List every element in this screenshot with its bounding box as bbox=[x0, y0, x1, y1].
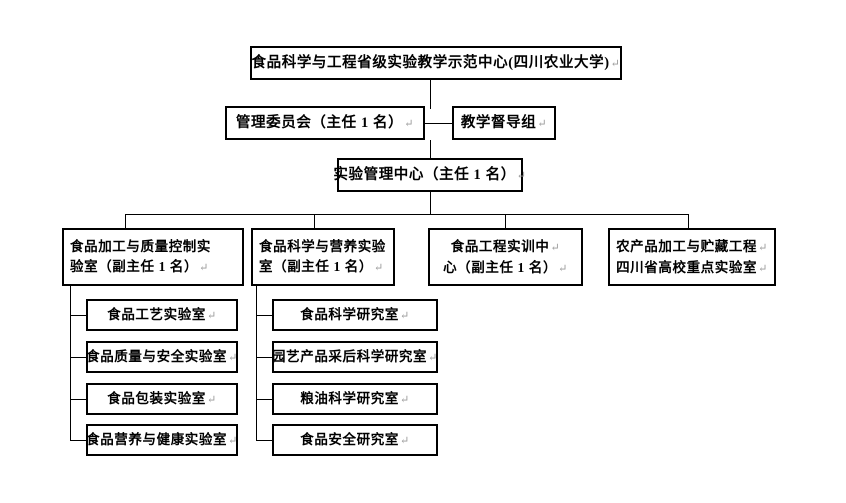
connector-dept-2-spine bbox=[256, 286, 257, 440]
connector-dept-2-stub-1 bbox=[256, 315, 272, 316]
node-dept-3-label-line1: 食品工程实训中↵ bbox=[450, 238, 561, 254]
connector-dept-1-stub-4 bbox=[70, 440, 86, 441]
paragraph-mark-icon: ↵ bbox=[537, 117, 548, 130]
node-food-safety-research-room[interactable]: 食品安全研究室↵ bbox=[272, 424, 438, 456]
paragraph-mark-icon: ↵ bbox=[404, 117, 415, 130]
node-food-science-nutrition-lab[interactable]: 食品科学与营养实验 室（副主任 1 名）↵ bbox=[251, 228, 395, 286]
node-food-engineering-training-center[interactable]: 食品工程实训中↵ 心（副主任 1 名）↵ bbox=[428, 228, 583, 286]
node-horticultural-postharvest-science-research-room[interactable]: 园艺产品采后科学研究室↵ bbox=[272, 341, 438, 373]
connector-dept-2-stub-4 bbox=[256, 440, 272, 441]
paragraph-mark-icon: ↵ bbox=[758, 241, 768, 254]
connector-spine-to-supervision bbox=[430, 123, 452, 124]
node-dept-2-label-line1: 食品科学与营养实验 bbox=[259, 238, 386, 254]
node-dept-4-label-line2: 四川省高校重点实验室↵ bbox=[616, 259, 768, 275]
node-dept-2-child-3-label: 粮油科学研究室↵ bbox=[300, 391, 410, 406]
node-food-technology-lab[interactable]: 食品工艺实验室↵ bbox=[86, 299, 238, 331]
paragraph-mark-icon: ↵ bbox=[558, 262, 568, 275]
node-root-center-label-line1: 食品科学与工程省级实验教学示范中心(四川农业大学)↵ bbox=[251, 54, 621, 71]
node-grain-oil-science-research-room[interactable]: 粮油科学研究室↵ bbox=[272, 383, 438, 415]
connector-root-to-committee bbox=[430, 80, 431, 109]
paragraph-mark-icon: ↵ bbox=[399, 435, 410, 447]
node-dept-1-child-4-label: 食品营养与健康实验室↵ bbox=[86, 432, 238, 447]
node-dept-1-label-line1: 食品加工与质量控制实 bbox=[70, 238, 211, 254]
node-dept-2-child-2-label: 园艺产品采后科学研究室↵ bbox=[272, 349, 438, 364]
paragraph-mark-icon: ↵ bbox=[228, 352, 238, 364]
connector-department-bus bbox=[125, 214, 688, 215]
node-food-science-research-room[interactable]: 食品科学研究室↵ bbox=[272, 299, 438, 331]
node-dept-3-label-line2: 心（副主任 1 名）↵ bbox=[443, 259, 568, 275]
node-management-committee[interactable]: 管理委员会（主任 1 名）↵ bbox=[225, 106, 425, 140]
connector-bus-drop-dept-4 bbox=[688, 214, 689, 230]
paragraph-mark-icon: ↵ bbox=[399, 310, 410, 322]
node-agricultural-product-processing-storage-key-lab[interactable]: 农产品加工与贮藏工程↵ 四川省高校重点实验室↵ bbox=[608, 228, 776, 286]
node-dept-4-label-line1: 农产品加工与贮藏工程↵ bbox=[616, 238, 768, 254]
node-dept-2-child-4-label: 食品安全研究室↵ bbox=[300, 432, 410, 447]
node-food-quality-safety-lab[interactable]: 食品质量与安全实验室↵ bbox=[86, 341, 238, 373]
connector-dept-1-stub-3 bbox=[70, 399, 86, 400]
connector-dept-2-stub-2 bbox=[256, 357, 272, 358]
node-dept-1-child-3-label: 食品包装实验室↵ bbox=[107, 391, 217, 406]
paragraph-mark-icon: ↵ bbox=[228, 435, 238, 447]
connector-lab-center-to-bus bbox=[430, 192, 431, 215]
paragraph-mark-icon: ↵ bbox=[206, 394, 217, 406]
connector-dept-1-stub-2 bbox=[70, 357, 86, 358]
node-teaching-supervision-group-label: 教学督导组↵ bbox=[460, 114, 548, 131]
paragraph-mark-icon: ↵ bbox=[610, 57, 621, 70]
connector-bus-drop-dept-1 bbox=[125, 214, 126, 230]
node-lab-management-center[interactable]: 实验管理中心（主任 1 名）↵ bbox=[333, 158, 526, 192]
paragraph-mark-icon: ↵ bbox=[428, 352, 438, 364]
connector-dept-1-spine bbox=[70, 286, 71, 440]
connector-spine-to-lab-center bbox=[430, 140, 431, 158]
connector-bus-drop-dept-2 bbox=[314, 214, 315, 230]
node-food-packaging-lab[interactable]: 食品包装实验室↵ bbox=[86, 383, 238, 415]
connector-bus-drop-dept-3 bbox=[505, 214, 506, 230]
connector-dept-2-stub-3 bbox=[256, 399, 272, 400]
node-dept-1-child-2-label: 食品质量与安全实验室↵ bbox=[86, 349, 238, 364]
node-food-nutrition-health-lab[interactable]: 食品营养与健康实验室↵ bbox=[86, 424, 238, 456]
paragraph-mark-icon: ↵ bbox=[516, 169, 527, 182]
node-dept-1-child-1-label: 食品工艺实验室↵ bbox=[107, 307, 217, 322]
paragraph-mark-icon: ↵ bbox=[199, 262, 209, 275]
paragraph-mark-icon: ↵ bbox=[550, 241, 561, 254]
node-dept-2-child-1-label: 食品科学研究室↵ bbox=[300, 307, 410, 322]
paragraph-mark-icon: ↵ bbox=[399, 394, 410, 406]
paragraph-mark-icon: ↵ bbox=[206, 310, 217, 322]
node-teaching-supervision-group[interactable]: 教学督导组↵ bbox=[452, 106, 556, 140]
paragraph-mark-icon: ↵ bbox=[374, 262, 384, 275]
node-dept-1-label-line2: 验室（副主任 1 名）↵ bbox=[70, 259, 209, 275]
connector-committee-to-spine bbox=[425, 123, 431, 124]
node-root-center[interactable]: 食品科学与工程省级实验教学示范中心(四川农业大学)↵ bbox=[250, 46, 622, 80]
node-management-committee-label: 管理委员会（主任 1 名）↵ bbox=[235, 114, 415, 131]
connector-dept-1-stub-1 bbox=[70, 315, 86, 316]
node-food-processing-quality-control-lab[interactable]: 食品加工与质量控制实 验室（副主任 1 名）↵ bbox=[62, 228, 244, 286]
paragraph-mark-icon: ↵ bbox=[758, 262, 768, 275]
node-lab-management-center-label: 实验管理中心（主任 1 名）↵ bbox=[333, 166, 527, 183]
node-dept-2-label-line2: 室（副主任 1 名）↵ bbox=[259, 259, 384, 275]
